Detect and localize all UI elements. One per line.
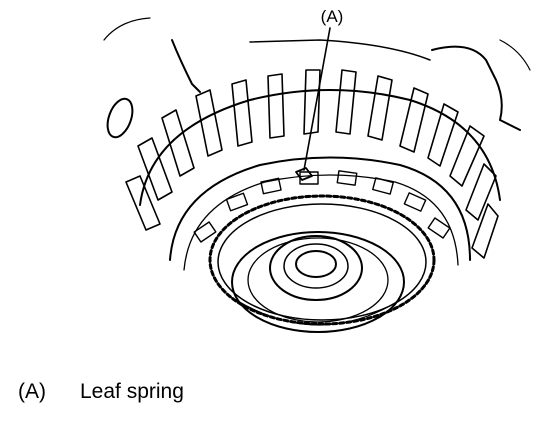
hub-inner	[269, 235, 363, 301]
drum-splines	[125, 69, 499, 259]
leaf-spring	[295, 167, 313, 181]
housing-hole	[106, 97, 134, 139]
hub-bore	[295, 250, 337, 278]
legend-row: (A) Leaf spring	[18, 380, 184, 404]
hub-outer	[231, 231, 405, 333]
legend-key: (A)	[18, 380, 46, 403]
drum-inner-rim	[169, 156, 471, 261]
legend-label: Leaf spring	[80, 380, 184, 403]
housing-outline	[171, 39, 201, 93]
gear-ring	[208, 194, 436, 326]
housing-right-edge	[431, 45, 521, 131]
callout-leader-line	[303, 27, 331, 171]
callout-label-a: (A)	[321, 7, 344, 26]
